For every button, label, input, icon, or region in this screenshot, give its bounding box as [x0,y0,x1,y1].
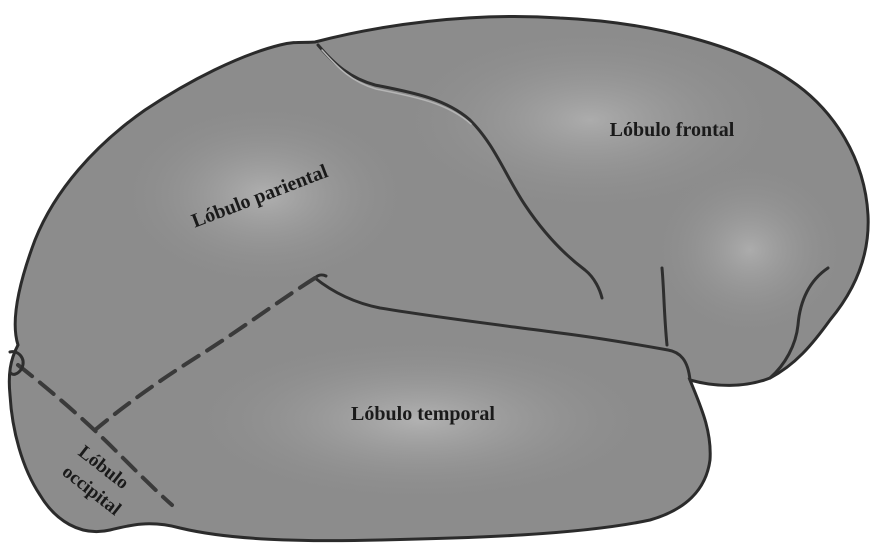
label-frontal-lobe: Lóbulo frontal [610,119,735,141]
label-temporal-lobe: Lóbulo temporal [351,403,495,425]
